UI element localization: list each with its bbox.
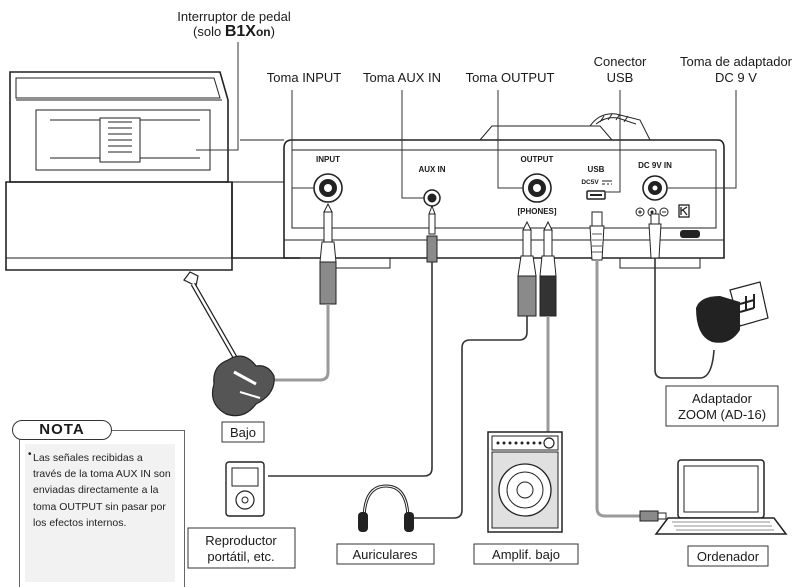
- panel-label-output: OUTPUT: [521, 155, 554, 164]
- dc-in-jack: [642, 175, 668, 201]
- note-title: NOTA: [12, 420, 112, 440]
- usb-plug-tip: [657, 512, 667, 520]
- panel-slot: [680, 230, 700, 238]
- adapter-label-box: [665, 385, 779, 427]
- output-jack-label: Toma OUTPUT: [466, 70, 555, 85]
- adapter-label-2: ZOOM (AD-16): [678, 407, 766, 422]
- player-label: Reproductor: [205, 533, 277, 548]
- panel-label-usb: USB: [588, 165, 605, 174]
- leader-output: [497, 90, 523, 189]
- input-plug: [319, 202, 337, 305]
- usb-port: [586, 190, 606, 200]
- cable-dc-adapter: [654, 258, 715, 379]
- laptop-icon: [654, 459, 788, 535]
- output-plug-amp: [539, 220, 557, 317]
- aux-in-jack-label: Toma AUX IN: [363, 70, 441, 85]
- input-jack-label: Toma INPUT: [267, 70, 341, 85]
- leader-aux: [401, 90, 424, 199]
- leader-usb: [606, 90, 621, 193]
- panel-label-dc9v: DC 9V IN: [638, 161, 672, 170]
- leader-input: [291, 90, 314, 189]
- headphones-label-box: [336, 543, 435, 565]
- amp-label-box: [473, 543, 579, 565]
- portable-player-icon: [225, 461, 265, 517]
- pedal-switch-sublabel: (solo B1Xon): [193, 23, 275, 40]
- cable-usb-computer: [595, 260, 640, 518]
- panel-label-input: INPUT: [316, 155, 340, 164]
- usb-connector-label: Conector: [594, 54, 647, 69]
- player-label-box: [187, 527, 296, 569]
- leader-dc: [668, 90, 737, 189]
- pedal-unit: [5, 71, 725, 271]
- panel-label-aux-in: AUX IN: [418, 165, 445, 174]
- cable-output-headphones: [410, 316, 528, 519]
- output-plug-headphones: [517, 220, 537, 317]
- kensington-lock-icon: [678, 204, 690, 218]
- cable-input-bass: [272, 304, 330, 382]
- dc-jack-label-2: DC 9 V: [715, 70, 757, 85]
- note-content-bg: [25, 444, 175, 582]
- note-text: Las señales recibidas a través de la tom…: [33, 452, 171, 529]
- dc-jack-label: Toma de adaptador: [680, 54, 793, 69]
- usb-plug: [589, 211, 605, 261]
- amp-label: Amplif. bajo: [492, 547, 560, 562]
- ac-adapter-icon: [696, 281, 769, 343]
- note-panel: NOTA • Las señales recibidas a través de…: [5, 420, 187, 587]
- aux-in-jack: [423, 189, 441, 207]
- player-label-2: portátil, etc.: [207, 549, 274, 564]
- usb-connector-label-2: USB: [607, 70, 634, 85]
- panel-label-dc5v: DC5V: [581, 179, 599, 186]
- usb-plug-computer: [639, 510, 659, 522]
- adapter-label: Adaptador: [692, 391, 753, 406]
- note-bullet: •: [28, 449, 32, 460]
- bass-guitar-icon: [183, 271, 275, 417]
- input-jack: [313, 173, 343, 203]
- headphones-icon: [358, 484, 414, 532]
- leader-pedal-switch: [196, 42, 239, 151]
- aux-plug: [426, 204, 438, 263]
- panel-label-phones: [PHONES]: [517, 207, 556, 216]
- bass-label-box: [221, 421, 265, 443]
- headphones-label: Auriculares: [352, 547, 418, 562]
- output-jack: [522, 173, 552, 203]
- bass-amp-icon: [487, 431, 563, 533]
- pedal-switch-label: Interruptor de pedal: [177, 9, 291, 24]
- computer-label: Ordenador: [697, 549, 760, 564]
- cable-aux-player: [268, 262, 433, 477]
- dc-plug: [648, 213, 662, 259]
- computer-label-box: [687, 545, 769, 567]
- bass-label: Bajo: [230, 425, 256, 440]
